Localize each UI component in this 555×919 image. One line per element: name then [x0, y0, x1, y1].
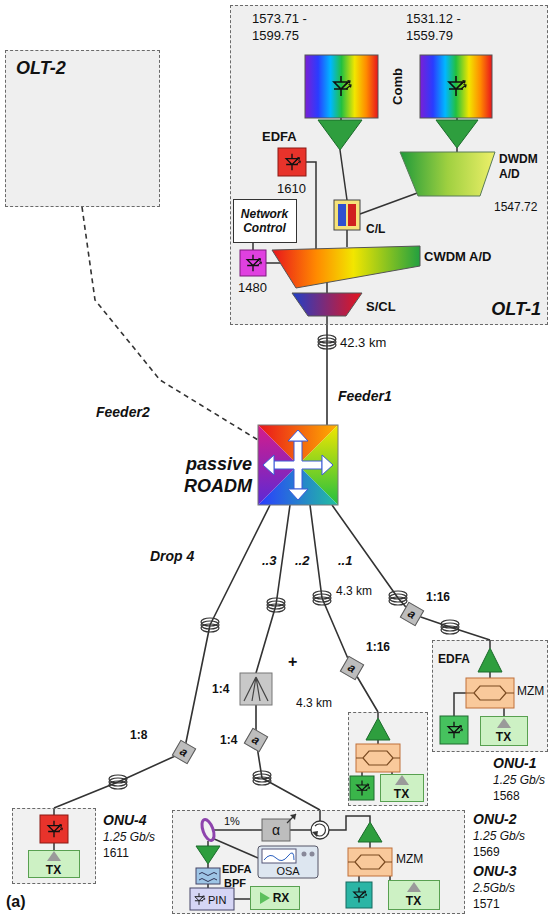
component-label: C/L — [366, 222, 385, 237]
component-label: EDFA — [438, 652, 470, 667]
olt-panel: OLT-2 — [5, 50, 160, 207]
panel-title: OLT-1 — [491, 298, 541, 320]
node-caption: 1.25 Gb/s — [103, 829, 155, 845]
component-label: Comb — [389, 67, 406, 107]
component-label: 1573.71 - 1599.75 — [252, 10, 322, 44]
node-caption: ONU-1 — [493, 755, 545, 772]
edge-label: ..1 — [338, 553, 352, 569]
component-label: BPF — [224, 876, 246, 890]
component-label: 1:16 — [426, 590, 450, 605]
amplifier-symbol — [47, 851, 61, 861]
component-label: MZM — [517, 684, 544, 699]
component-label: α — [262, 821, 290, 839]
fiber-link — [326, 325, 328, 425]
splitter-label: a — [244, 728, 269, 753]
component-label: 1:8 — [130, 728, 147, 743]
caption-group: ONU-11.25 Gb/s1568 — [493, 755, 545, 804]
node-caption: 1568 — [493, 788, 545, 804]
node-label: TX — [496, 730, 511, 744]
transmitter-box: TX — [380, 774, 424, 802]
node-caption: ONU-2 — [473, 811, 525, 828]
amplifier-symbol — [497, 718, 511, 728]
fiber-link — [54, 505, 270, 808]
roadm-node: passive ROADM — [258, 425, 338, 505]
onu-panel: ONU-41.25 Gb/s1611TX — [12, 808, 96, 884]
component-label: 1:4 — [212, 682, 229, 697]
node-caption: 1571 — [473, 896, 517, 912]
splitter-label: a — [400, 602, 425, 627]
component-label: CWDM A/D — [424, 248, 491, 265]
node-label: TX — [394, 787, 409, 801]
component-label: 4.3 km — [336, 584, 372, 599]
amplifier-symbol — [260, 892, 270, 904]
node-label: TX — [46, 863, 61, 877]
caption-group: ONU-32.5Gb/s1571 — [473, 863, 517, 912]
transmitter-box: TX — [388, 880, 440, 910]
component-label: 1% — [224, 814, 240, 828]
node-caption: 2.5Gb/s — [473, 880, 517, 896]
component-label: EDFA — [262, 128, 297, 145]
node-label: TX — [406, 894, 421, 908]
caption-group: ONU-21.25 Gb/s1569 — [473, 811, 525, 860]
edge-label: ..3 — [262, 553, 276, 569]
receiver-box: RX — [250, 886, 300, 910]
control-box: Network Control — [233, 199, 297, 243]
component-label: 42.3 km — [340, 334, 386, 351]
node-caption: ONU-4 — [103, 812, 155, 829]
amplifier-symbol — [407, 882, 421, 892]
amplifier-symbol — [395, 775, 409, 785]
component-label: 1:16 — [366, 640, 390, 655]
component-label: 1480 — [238, 279, 267, 296]
node-caption: 1611 — [103, 845, 155, 861]
node-caption: 1.25 Gb/s — [473, 828, 525, 844]
node-label: RX — [273, 891, 290, 905]
edge-label: Feeder2 — [96, 404, 150, 421]
fiber-link — [310, 505, 378, 712]
component-label: PIN — [208, 893, 226, 907]
component-label: EDFA — [222, 862, 251, 876]
node-caption: 1569 — [473, 844, 525, 860]
node-caption: 1.25 Gb/s — [493, 772, 545, 788]
edge-label: ..2 — [295, 553, 309, 569]
component-label: OSA — [268, 864, 308, 878]
component-label: (a) — [6, 892, 26, 912]
transmitter-box: TX — [28, 850, 80, 878]
component-label: 4.3 km — [296, 696, 332, 711]
fiber-link — [256, 505, 320, 810]
node-title: passive ROADM — [168, 453, 252, 497]
component-label: 1531.12 - 1559.79 — [406, 10, 476, 44]
panel-title: OLT-2 — [16, 57, 66, 79]
component-label: + — [288, 652, 297, 672]
component-label: DWDM A/D — [499, 152, 545, 182]
component-label: S/CL — [366, 298, 396, 315]
node-caption: ONU-3 — [473, 863, 517, 880]
caption-group: ONU-41.25 Gb/s1611 — [103, 812, 155, 861]
fiber-link — [332, 505, 490, 640]
component-label: 1547.72 — [494, 200, 537, 215]
transmitter-box: TX — [480, 716, 528, 746]
component-label: MZM — [396, 852, 423, 867]
splitter-label: a — [340, 656, 365, 681]
edge-label: Feeder1 — [338, 388, 392, 405]
edge-label: Drop 4 — [150, 548, 194, 565]
splitter-label: a — [172, 740, 197, 765]
component-label: 1:4 — [220, 733, 237, 748]
node-label: Network Control — [236, 207, 294, 235]
onu-panel: ONU-21.25 Gb/s1569TX — [348, 712, 428, 806]
component-label: 1610 — [277, 180, 306, 197]
